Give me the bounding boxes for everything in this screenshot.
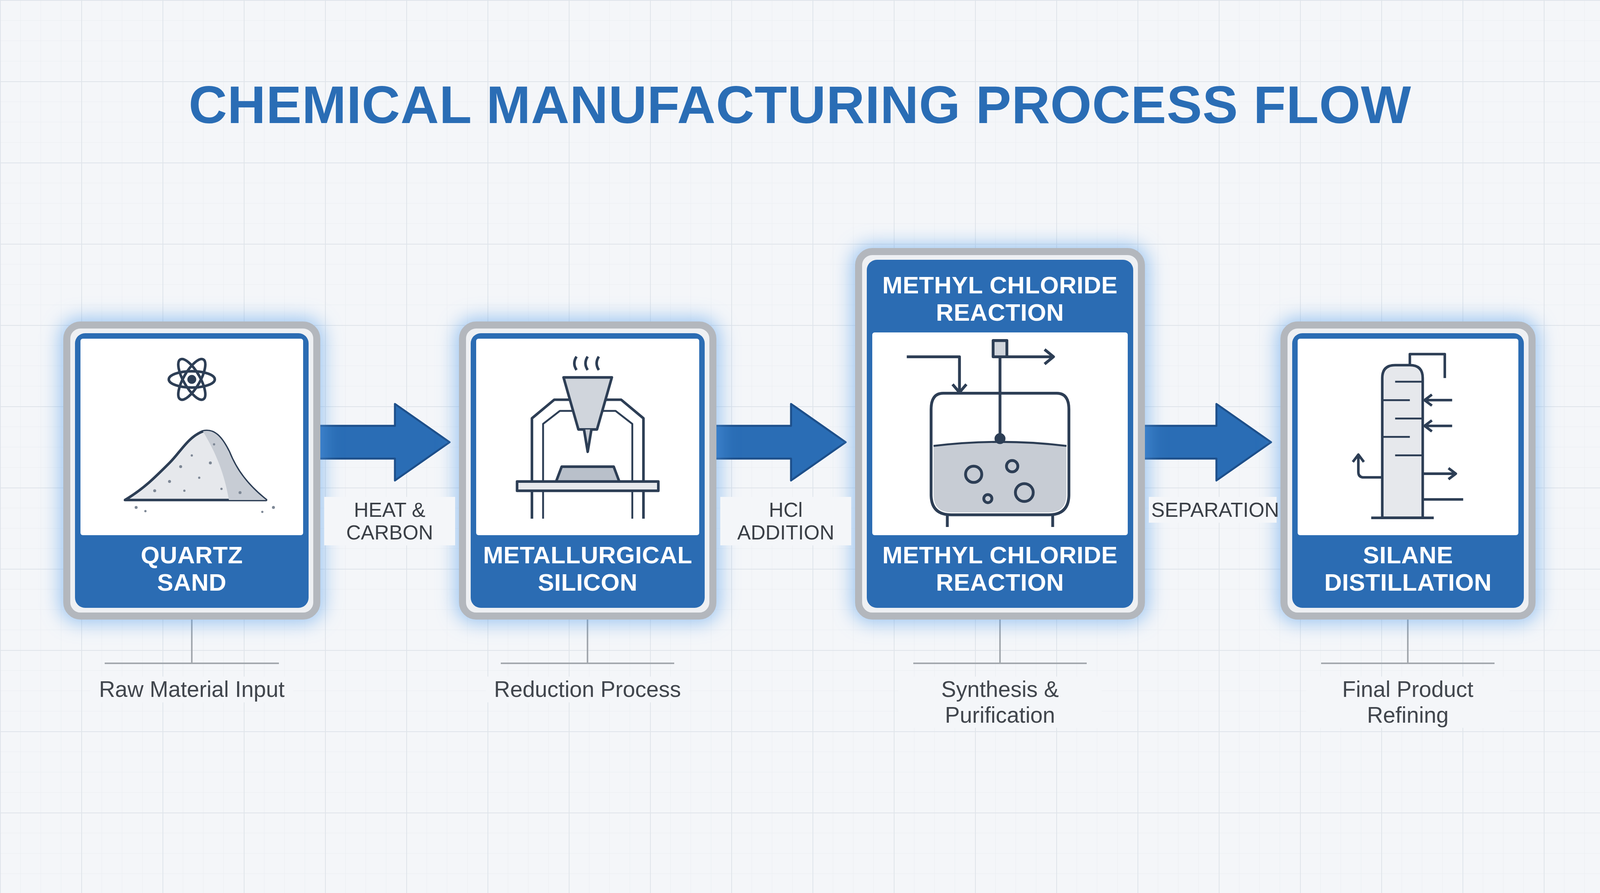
box-label: METHYL CHLORIDE REACTION <box>876 541 1124 597</box>
flow-arrow <box>1141 403 1272 481</box>
label-band: METALLURGICAL SILICON <box>476 535 700 603</box>
process-box-fill: QUARTZ SAND <box>75 333 309 608</box>
process-box: SILANE DISTILLATION <box>1280 321 1536 620</box>
box-label: SILANE DISTILLATION <box>1301 541 1515 597</box>
stage-caption: Reduction Process <box>485 676 690 703</box>
stage-caption: Raw Material Input <box>90 676 294 703</box>
edge-label: HCl ADDITION <box>720 496 852 546</box>
edge-label: HEAT & CARBON <box>324 496 456 546</box>
column-illustration <box>1297 338 1519 536</box>
process-box: QUARTZ SAND <box>63 321 321 620</box>
process-box-fill: METHYL CHLORIDE REACTION METHYL CHLORIDE… <box>866 259 1134 608</box>
process-box-fill: SILANE DISTILLATION <box>1292 333 1524 608</box>
illustration-panel <box>476 338 700 536</box>
flow-arrow <box>316 403 450 481</box>
label-band: QUARTZ SAND <box>80 535 304 603</box>
label-band: METHYL CHLORIDE REACTION <box>872 535 1128 603</box>
edge-label: SEPARATION <box>1148 496 1277 523</box>
stage-caption: Synthesis & Purification <box>898 676 1102 728</box>
label-band: METHYL CHLORIDE REACTION <box>872 265 1128 333</box>
sand-illustration <box>80 338 304 536</box>
label-band: SILANE DISTILLATION <box>1297 535 1519 603</box>
illustration-panel <box>872 332 1128 536</box>
process-box-fill: METALLURGICAL SILICON <box>470 333 705 608</box>
stage-caption: Final Product Refining <box>1306 676 1510 728</box>
reactor-illustration <box>872 332 1128 536</box>
box-label: METALLURGICAL SILICON <box>480 541 696 597</box>
box-label: METHYL CHLORIDE REACTION <box>876 271 1124 327</box>
diagram-title: CHEMICAL MANUFACTURING PROCESS FLOW <box>0 74 1600 136</box>
flow-arrow <box>712 403 846 481</box>
illustration-panel <box>1297 338 1519 536</box>
box-label: QUARTZ SAND <box>127 541 257 597</box>
process-box: METALLURGICAL SILICON <box>458 321 717 620</box>
illustration-panel <box>80 338 304 536</box>
process-box: METHYL CHLORIDE REACTION METHYL CHLORIDE… <box>855 248 1145 620</box>
furnace-illustration <box>476 338 700 536</box>
